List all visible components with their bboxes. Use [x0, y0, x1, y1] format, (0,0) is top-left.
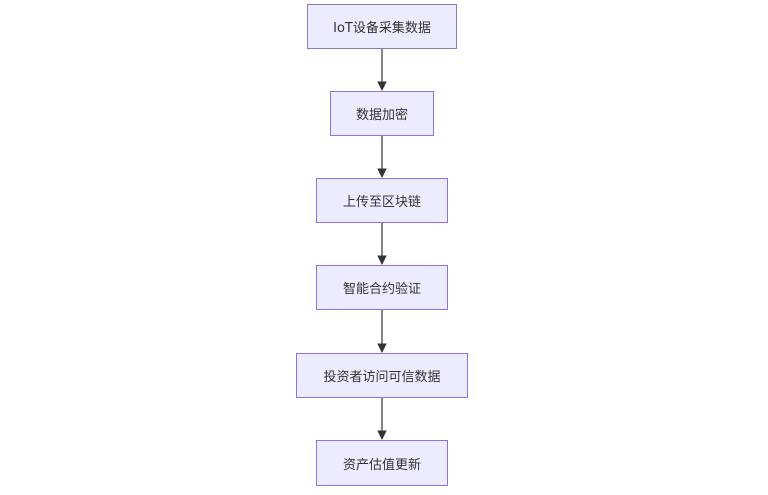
node-data-encryption: 数据加密 [330, 91, 434, 136]
node-smart-contract-verification: 智能合约验证 [316, 265, 448, 310]
node-iot-data-collection: IoT设备采集数据 [307, 4, 457, 49]
node-investor-access-trusted-data: 投资者访问可信数据 [296, 353, 468, 398]
node-asset-valuation-update: 资产估值更新 [316, 440, 448, 486]
node-upload-to-blockchain: 上传至区块链 [316, 178, 448, 223]
